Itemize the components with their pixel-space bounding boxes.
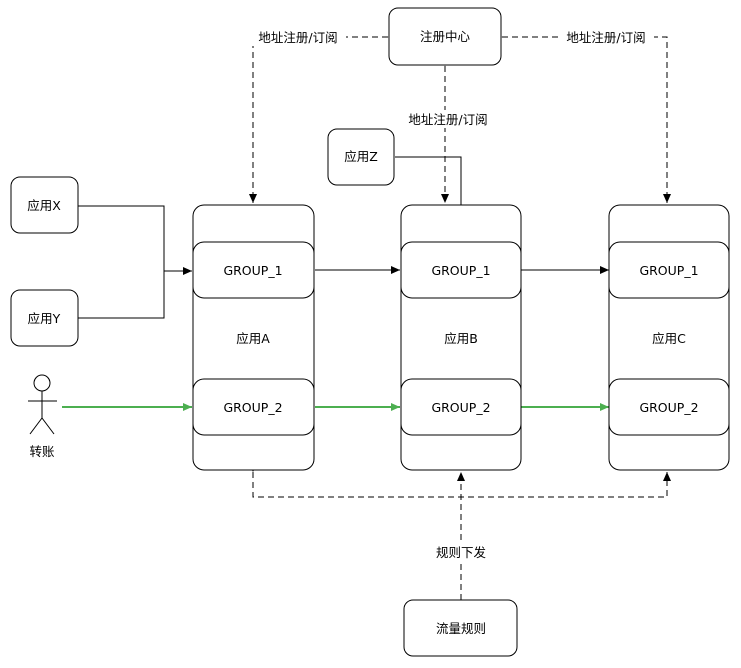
app-a-group2: GROUP_2 — [192, 378, 315, 436]
registry-node: 注册中心 — [388, 7, 502, 66]
svg-text:GROUP_2: GROUP_2 — [431, 400, 490, 415]
svg-text:应用Z: 应用Z — [344, 149, 378, 164]
svg-text:应用X: 应用X — [27, 198, 61, 213]
actor-label: 转账 — [29, 444, 55, 459]
svg-text:流量规则: 流量规则 — [436, 621, 486, 636]
app-c-group2: GROUP_2 — [608, 378, 730, 436]
app-b-group1: GROUP_1 — [400, 241, 522, 299]
svg-text:应用Y: 应用Y — [28, 311, 61, 326]
svg-text:注册中心: 注册中心 — [420, 29, 471, 44]
app-x-edge — [78, 205, 165, 271]
app-b-node: 应用B GROUP_1 GROUP_2 — [400, 204, 522, 471]
svg-text:GROUP_1: GROUP_1 — [431, 263, 490, 278]
traffic-rules-node: 流量规则 — [403, 599, 518, 657]
svg-text:GROUP_1: GROUP_1 — [223, 263, 282, 278]
user-actor-icon — [28, 374, 57, 435]
svg-text:应用C: 应用C — [652, 331, 686, 346]
edge-label-rules: 规则下发 — [436, 545, 487, 560]
svg-text:应用A: 应用A — [236, 331, 270, 346]
app-x-node: 应用X — [10, 176, 79, 234]
edge-label-addr-right: 地址注册/订阅 — [566, 30, 645, 45]
svg-text:GROUP_2: GROUP_2 — [223, 400, 282, 415]
edge-label-addr-left: 地址注册/订阅 — [258, 30, 337, 45]
rules-bus-edge — [249, 463, 671, 498]
app-y-edge — [78, 271, 165, 319]
app-a-group1: GROUP_1 — [192, 241, 315, 299]
registry-to-app-c-edge — [493, 33, 671, 203]
svg-text:GROUP_2: GROUP_2 — [639, 400, 698, 415]
app-z-node: 应用Z — [327, 128, 395, 186]
app-b-group2: GROUP_2 — [400, 378, 522, 436]
svg-text:GROUP_1: GROUP_1 — [639, 263, 698, 278]
edge-label-addr-center: 地址注册/订阅 — [408, 112, 487, 127]
app-y-node: 应用Y — [10, 289, 79, 347]
svg-text:应用B: 应用B — [444, 331, 478, 346]
app-c-node: 应用C GROUP_1 GROUP_2 — [608, 204, 730, 471]
app-c-group1: GROUP_1 — [608, 241, 730, 299]
app-a-node: 应用A GROUP_1 GROUP_2 — [192, 204, 315, 471]
